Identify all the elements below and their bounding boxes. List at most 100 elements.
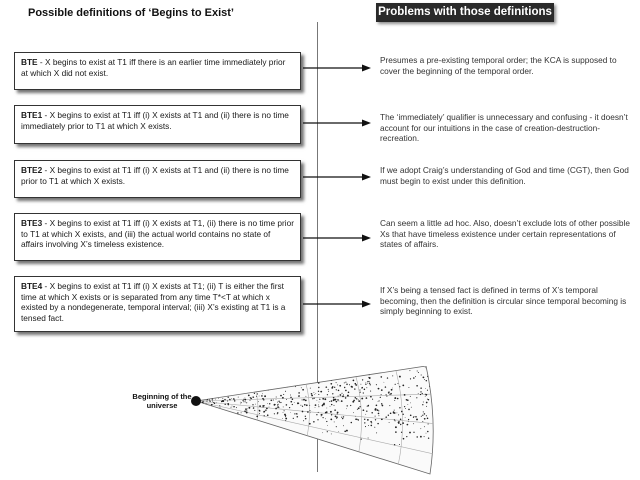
galaxy-dot: [240, 402, 242, 404]
galaxy-dot: [266, 414, 269, 417]
galaxy-dot: [290, 411, 292, 413]
galaxy-dot: [280, 394, 282, 397]
definition-code: BTE1: [21, 110, 43, 120]
galaxy-dot: [427, 423, 429, 425]
galaxy-dot: [333, 404, 335, 406]
galaxy-dot: [285, 399, 287, 400]
galaxy-dot: [425, 388, 426, 389]
galaxy-dot: [342, 417, 344, 420]
galaxy-dot: [385, 394, 387, 396]
galaxy-dot: [233, 400, 236, 402]
galaxy-dot: [362, 392, 364, 394]
galaxy-dot: [336, 417, 338, 419]
galaxy-dot: [396, 412, 398, 414]
galaxy-dot: [326, 431, 328, 433]
arrow-right-icon: [303, 234, 371, 242]
galaxy-dot: [284, 416, 286, 418]
galaxy-dot: [376, 432, 378, 434]
galaxy-dot: [330, 418, 333, 421]
galaxy-dot: [277, 406, 280, 409]
galaxy-dot: [282, 396, 284, 399]
galaxy-dot: [354, 415, 356, 417]
galaxy-dot: [342, 416, 345, 418]
galaxy-dot: [214, 398, 216, 400]
galaxy-dot: [336, 413, 338, 415]
galaxy-dot: [358, 400, 361, 402]
galaxy-dot: [256, 415, 259, 418]
galaxy-dot: [304, 415, 306, 417]
galaxy-dot: [303, 403, 306, 406]
galaxy-dot: [359, 406, 361, 408]
galaxy-dot: [412, 377, 415, 379]
galaxy-dot: [227, 396, 229, 398]
galaxy-dot: [346, 408, 347, 410]
arrow-right-icon: [303, 300, 371, 308]
galaxy-dot: [332, 396, 335, 399]
arrow-right-icon: [303, 119, 371, 127]
galaxy-dot: [409, 414, 412, 417]
galaxy-dot: [247, 408, 248, 410]
galaxy-dot: [346, 383, 348, 386]
galaxy-dot: [346, 405, 348, 407]
galaxy-dot: [337, 384, 339, 386]
galaxy-dot: [383, 381, 385, 383]
galaxy-dot: [224, 403, 226, 406]
galaxy-dot: [305, 395, 307, 397]
galaxy-dot: [339, 394, 342, 396]
galaxy-dot: [246, 410, 248, 412]
galaxy-dot: [253, 392, 256, 395]
galaxy-dot: [380, 376, 383, 378]
galaxy-dot: [392, 387, 393, 389]
galaxy-dot: [403, 394, 406, 396]
galaxy-dot: [394, 383, 396, 385]
galaxy-dot: [350, 404, 352, 407]
galaxy-dot: [227, 400, 229, 402]
galaxy-dot: [291, 403, 293, 406]
galaxy-dot: [212, 401, 214, 403]
galaxy-dot: [255, 403, 256, 405]
galaxy-dot: [365, 397, 368, 399]
galaxy-dot: [219, 405, 221, 407]
definition-box-bte2: BTE2 - X begins to exist at T1 iff (i) X…: [14, 160, 301, 198]
universe-label: Beginning of the universe: [132, 392, 192, 410]
galaxy-dot: [249, 399, 251, 401]
arrow-right-icon: [303, 173, 371, 181]
galaxy-dot: [422, 411, 424, 413]
galaxy-dot: [250, 397, 252, 399]
galaxy-dot: [424, 367, 426, 369]
galaxy-dot: [394, 420, 396, 422]
galaxy-dot: [413, 423, 415, 425]
galaxy-dot: [338, 431, 340, 433]
galaxy-dot: [334, 415, 337, 418]
galaxy-dot: [296, 413, 298, 415]
galaxy-dot: [415, 416, 417, 418]
galaxy-dot: [265, 409, 267, 412]
galaxy-dot: [409, 395, 411, 397]
galaxy-dot: [263, 405, 265, 407]
galaxy-dot: [365, 382, 367, 384]
galaxy-dot: [410, 402, 411, 404]
galaxy-dot: [245, 408, 247, 410]
galaxy-dot: [396, 397, 399, 400]
galaxy-dot: [351, 387, 353, 388]
galaxy-dot: [296, 416, 299, 418]
galaxy-dot: [402, 422, 404, 424]
galaxy-dot: [389, 412, 392, 415]
galaxy-dot: [230, 406, 232, 408]
galaxy-dot: [260, 388, 263, 391]
definition-text: - X begins to exist at T1 iff (i) X exis…: [21, 281, 286, 323]
galaxy-dot: [279, 402, 280, 404]
galaxy-dot: [345, 381, 347, 383]
galaxy-dot: [364, 426, 367, 428]
galaxy-dot: [302, 379, 305, 382]
galaxy-dot: [422, 401, 424, 403]
problem-text-bte: Presumes a pre-existing temporal order; …: [380, 55, 617, 76]
galaxy-dot: [221, 400, 224, 402]
galaxy-dot: [381, 404, 384, 407]
galaxy-dot: [357, 419, 360, 421]
galaxy-dot: [423, 417, 426, 420]
galaxy-dot: [251, 396, 253, 398]
galaxy-dot: [206, 400, 208, 402]
galaxy-dot: [352, 379, 355, 382]
galaxy-dot: [427, 399, 430, 401]
